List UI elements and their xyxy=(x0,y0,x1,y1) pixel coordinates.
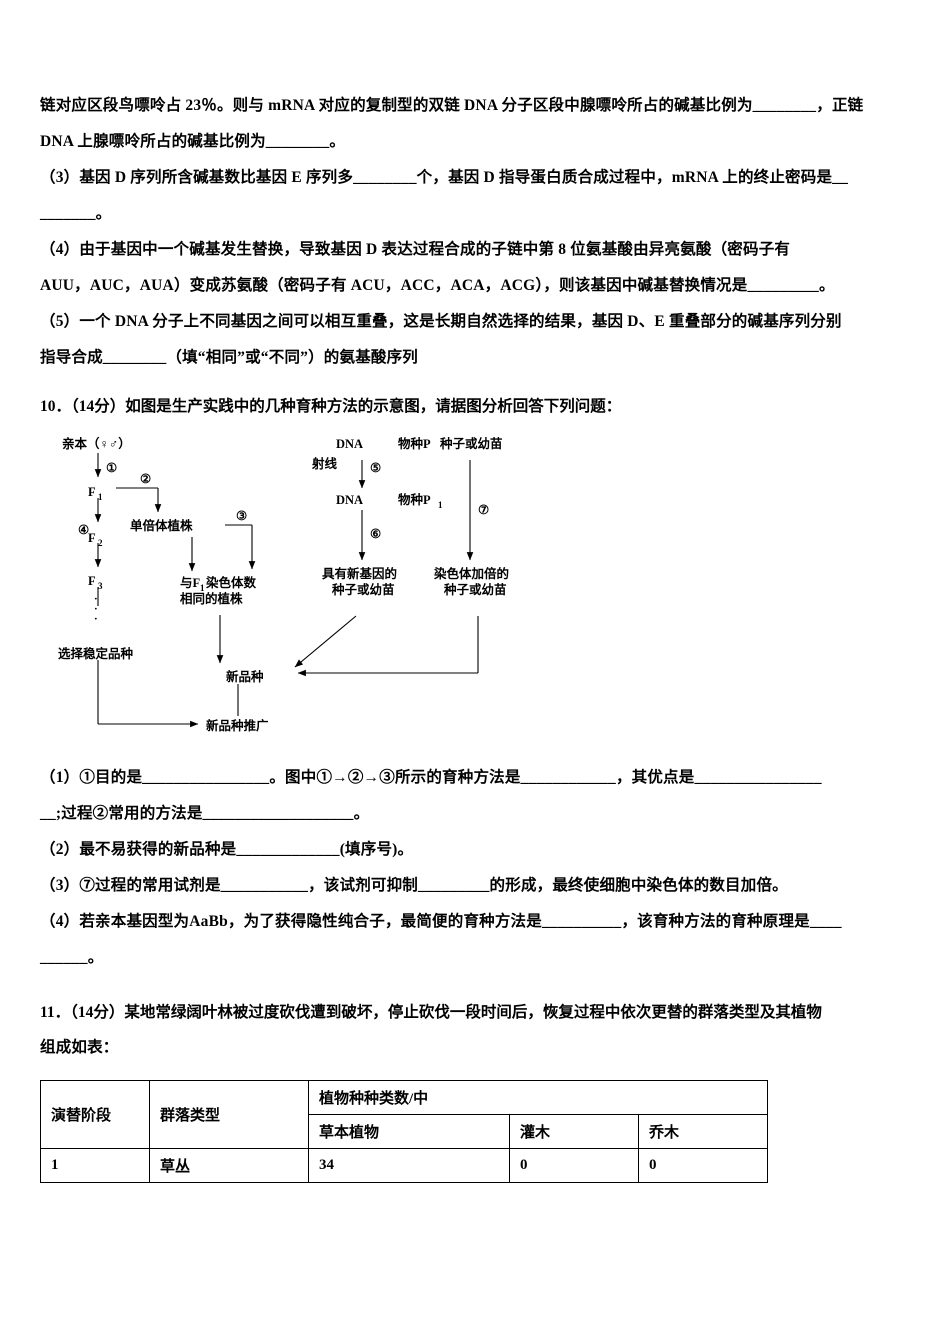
header-plant-species: 植物种种类数/中 xyxy=(308,1080,768,1115)
header-tree: 乔木 xyxy=(638,1114,768,1149)
header-shrub: 灌木 xyxy=(509,1114,639,1149)
q10-item-4-line2: ______。 xyxy=(40,949,104,966)
svg-text:④: ④ xyxy=(78,523,89,537)
paragraph-q2-line2: DNA 上腺嘌呤所占的碱基比例为________。 xyxy=(40,133,346,150)
question-11-heading-line1: 11．（14分）某地常绿阔叶林被过度砍伐遭到破坏，停止砍伐一段时间后，恢复过程中… xyxy=(40,1004,822,1021)
cell-herb: 34 xyxy=(308,1148,510,1183)
svg-text:种子或幼苗: 种子或幼苗 xyxy=(331,582,395,597)
svg-text:相同的植株: 相同的植株 xyxy=(180,591,243,606)
svg-text:⑤: ⑤ xyxy=(370,461,381,475)
page-content: 链对应区段鸟嘌呤占 23％。则与 mRNA 对应的复制型的双链 DNA 分子区段… xyxy=(40,88,912,1183)
svg-text:染色体数: 染色体数 xyxy=(205,575,257,590)
q10-item-2: （2）最不易获得的新品种是_____________(填序号)。 xyxy=(40,841,414,858)
svg-text:1: 1 xyxy=(98,492,103,502)
table-header-row-1: 演替阶段 群落类型 植物种种类数/中 xyxy=(40,1080,768,1149)
svg-text:②: ② xyxy=(140,472,151,486)
cell-tree: 0 xyxy=(638,1148,768,1183)
q10-item-3: （3）⑦过程的常用试剂是___________，该试剂可抑制_________的… xyxy=(40,877,788,894)
svg-text:新品种推广: 新品种推广 xyxy=(206,718,269,733)
svg-text:·: · xyxy=(94,603,98,615)
svg-text:F: F xyxy=(88,531,96,545)
svg-text:射线: 射线 xyxy=(311,456,338,471)
header-herb: 草本植物 xyxy=(308,1114,510,1149)
svg-text:F: F xyxy=(88,485,96,499)
paragraph-q4-line2: AUU，AUC，AUA）变成苏氨酸（密码子有 ACU，ACC，ACA，ACG），… xyxy=(40,277,835,294)
question-11-heading-line2: 组成如表： xyxy=(40,1039,119,1056)
svg-text:⑦: ⑦ xyxy=(478,503,489,517)
svg-text:物种P: 物种P xyxy=(398,436,431,451)
q10-item-4-line1: （4）若亲本基因型为AaBb，为了获得隐性纯合子，最简便的育种方法是______… xyxy=(40,913,842,930)
q10-item-1-line2: __;过程②常用的方法是___________________。 xyxy=(40,805,370,822)
svg-text:选择稳定品种: 选择稳定品种 xyxy=(58,646,133,661)
svg-text:种子或幼苗: 种子或幼苗 xyxy=(439,436,503,451)
succession-table: 演替阶段 群落类型 植物种种类数/中 草本植物 灌木 乔木 1 草丛 34 0 … xyxy=(40,1080,768,1183)
paragraph-q4-line1: （4）由于基因中一个碱基发生替换，导致基因 D 表达过程合成的子链中第 8 位氨… xyxy=(40,241,791,258)
paragraph-q2-line1: 链对应区段鸟嘌呤占 23％。则与 mRNA 对应的复制型的双链 DNA 分子区段… xyxy=(40,97,864,114)
svg-text:①: ① xyxy=(106,461,117,475)
svg-text:与F: 与F xyxy=(180,576,201,590)
header-stage: 演替阶段 xyxy=(40,1080,150,1149)
svg-text:DNA: DNA xyxy=(336,437,363,451)
svg-text:新品种: 新品种 xyxy=(226,669,264,684)
cell-stage: 1 xyxy=(40,1148,150,1183)
svg-text:染色体加倍的: 染色体加倍的 xyxy=(433,566,509,581)
svg-text:物种P: 物种P xyxy=(398,492,431,507)
paragraph-q5-line1: （5）一个 DNA 分子上不同基因之间可以相互重叠，这是长期自然选择的结果，基因… xyxy=(40,313,842,330)
svg-text:种子或幼苗: 种子或幼苗 xyxy=(443,582,507,597)
svg-text:1: 1 xyxy=(438,500,443,510)
header-community: 群落类型 xyxy=(149,1080,309,1149)
svg-text:单倍体植株: 单倍体植株 xyxy=(130,518,193,533)
q10-item-1-line1: （1）①目的是________________。图中①→②→③所示的育种方法是_… xyxy=(40,769,822,786)
svg-text:·: · xyxy=(94,593,98,605)
table-header-row-2: 草本植物 灌木 乔木 xyxy=(41,1114,768,1149)
paragraph-q5-line2: 指导合成________（填“相同”或“不同”）的氨基酸序列 xyxy=(40,349,419,366)
svg-text:亲本（♀♂）: 亲本（♀♂） xyxy=(62,436,131,451)
cell-shrub: 0 xyxy=(509,1148,639,1183)
svg-text:DNA: DNA xyxy=(336,493,363,507)
svg-text:③: ③ xyxy=(236,509,247,523)
cell-community: 草丛 xyxy=(149,1148,309,1183)
svg-text:3: 3 xyxy=(98,581,103,591)
paragraph-q3-line1: （3）基因 D 序列所含碱基数比基因 E 序列多________个，基因 D 指… xyxy=(40,169,849,186)
svg-text:具有新基因的: 具有新基因的 xyxy=(321,566,397,581)
paragraph-q3-line2: _______。 xyxy=(40,205,112,222)
question-10-heading: 10．（14分）如图是生产实践中的几种育种方法的示意图，请据图分析回答下列问题： xyxy=(40,398,622,415)
svg-text:1: 1 xyxy=(200,583,205,593)
table-row: 1 草丛 34 0 0 xyxy=(40,1148,768,1183)
svg-text:F: F xyxy=(88,574,96,588)
svg-text:·: · xyxy=(94,613,98,625)
svg-text:⑥: ⑥ xyxy=(370,527,381,541)
svg-text:2: 2 xyxy=(98,538,103,548)
